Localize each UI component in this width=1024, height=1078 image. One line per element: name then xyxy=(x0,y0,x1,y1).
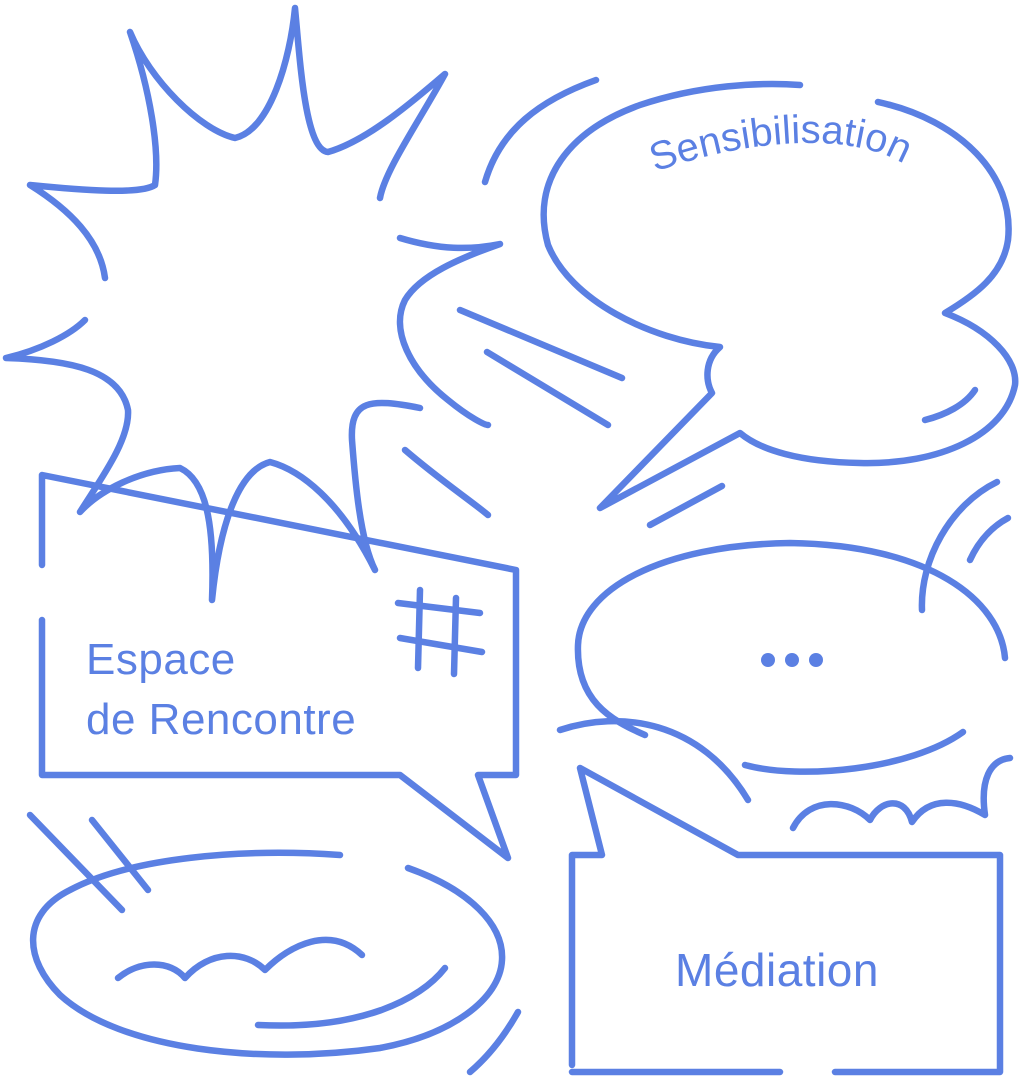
hashtag-icon xyxy=(394,586,486,678)
ellipsis-bubble-flow xyxy=(556,718,752,804)
ellipsis-dot xyxy=(761,653,775,667)
espace-rencontre-label: Espace de Rencontre xyxy=(86,630,356,750)
motion-line-3 xyxy=(646,482,726,529)
motion-line-4 xyxy=(26,811,126,914)
sensibilisation-bubble xyxy=(540,80,1019,512)
espace-rencontre-box xyxy=(38,471,520,862)
ellipsis-dot xyxy=(809,653,823,667)
ellipsis-bubble xyxy=(574,539,1009,775)
mediation-box xyxy=(568,764,1004,1076)
espace-label-line2: de Rencontre xyxy=(86,695,357,744)
ellipsis-dots-icon xyxy=(761,653,823,667)
motion-arc-2 xyxy=(918,478,1001,614)
motion-arc-3 xyxy=(966,514,1012,564)
motion-line-5 xyxy=(88,816,152,894)
mediation-label: Médiation xyxy=(675,944,879,996)
sensibilisation-label: Sensibilisation xyxy=(644,108,919,180)
bottom-oval-inner-curve xyxy=(254,964,449,1029)
starburst-bubble xyxy=(2,4,504,604)
sensibilisation-tail-stroke xyxy=(921,386,979,424)
bottom-oval-squiggle xyxy=(114,936,366,982)
motion-arc-4 xyxy=(466,1008,522,1076)
espace-label-line1: Espace xyxy=(86,635,236,684)
motion-line-1 xyxy=(456,306,626,382)
motion-line-2 xyxy=(483,348,612,429)
cloud-right xyxy=(789,754,1014,832)
bottom-oval-bubble xyxy=(29,849,506,1058)
ellipsis-dot xyxy=(785,653,799,667)
motion-arc-1 xyxy=(481,76,600,186)
